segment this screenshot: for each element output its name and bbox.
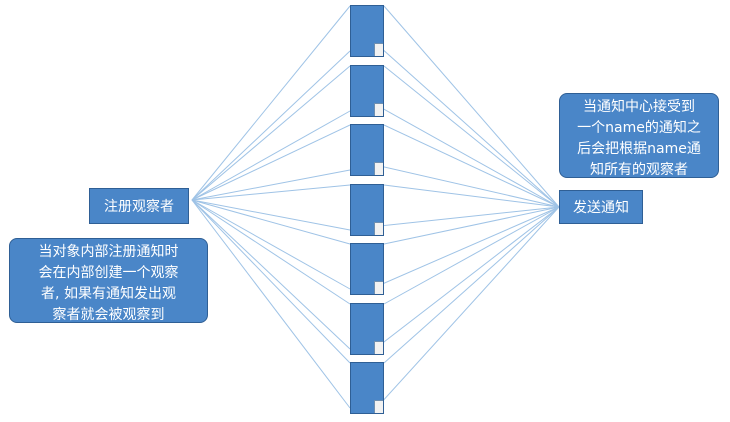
register-observer-label: 注册观察者 — [104, 199, 174, 215]
observer-box — [350, 243, 384, 295]
register-link-line — [191, 5, 351, 201]
callout-left-line: 察者就会被观察到 — [52, 307, 165, 323]
register-link-line — [191, 184, 351, 201]
observer-corner-icon — [374, 162, 383, 175]
callout-right: 当通知中心接受到 一个name的通知之 后会把根据name通 知所有的观察者 — [559, 93, 719, 178]
register-link-line — [191, 169, 351, 201]
callout-right-line: 当通知中心接受到 — [583, 99, 695, 115]
notify-link-line — [383, 184, 560, 208]
register-link-line — [191, 199, 351, 364]
notify-link-line — [379, 206, 560, 227]
observer-corner-icon — [374, 400, 383, 413]
notify-link-line — [379, 106, 560, 208]
callout-right-line: 后会把根据name通 — [577, 141, 701, 157]
notify-link-line — [379, 206, 560, 405]
observer-corner-icon — [374, 341, 383, 354]
observer-box — [350, 303, 384, 355]
register-observer-box: 注册观察者 — [89, 188, 189, 224]
observer-box — [350, 5, 384, 57]
callout-right-line: 一个name的通知之 — [577, 120, 701, 136]
observer-corner-icon — [374, 281, 383, 294]
notify-link-line — [379, 206, 560, 346]
notify-link-line — [383, 206, 560, 305]
notify-link-line — [379, 206, 560, 286]
register-link-line — [191, 124, 351, 201]
notify-link-line — [379, 165, 560, 208]
register-link-line — [191, 199, 351, 231]
register-link-line — [191, 199, 351, 245]
register-link-line — [191, 199, 351, 409]
observer-box — [350, 65, 384, 117]
callout-right-line: 知所有的观察者 — [590, 162, 688, 178]
send-notification-label: 发送通知 — [573, 200, 629, 216]
callout-left-line: 者, 如果有通知发出观 — [41, 286, 176, 302]
notify-link-line — [379, 46, 560, 208]
observer-box — [350, 124, 384, 176]
observer-corner-icon — [374, 103, 383, 116]
register-link-line — [191, 199, 351, 350]
notify-link-line — [383, 5, 560, 208]
observer-box — [350, 362, 384, 414]
register-link-line — [191, 110, 351, 201]
register-link-line — [191, 199, 351, 305]
callout-left-line: 当对象内部注册通知时 — [38, 244, 179, 260]
notify-link-line — [383, 206, 560, 245]
observer-box — [350, 184, 384, 236]
callout-left: 当对象内部注册通知时 会在内部创建一个观察 者, 如果有通知发出观 察者就会被观… — [9, 238, 208, 323]
observer-corner-icon — [374, 222, 383, 235]
register-link-line — [191, 199, 351, 290]
notify-link-line — [383, 65, 560, 208]
observer-corner-icon — [374, 43, 383, 56]
send-notification-box: 发送通知 — [559, 190, 643, 224]
callout-left-line: 会在内部创建一个观察 — [38, 265, 179, 281]
notify-link-line — [383, 206, 560, 364]
notify-link-line — [383, 124, 560, 208]
register-link-line — [191, 65, 351, 201]
register-link-line — [191, 50, 351, 201]
